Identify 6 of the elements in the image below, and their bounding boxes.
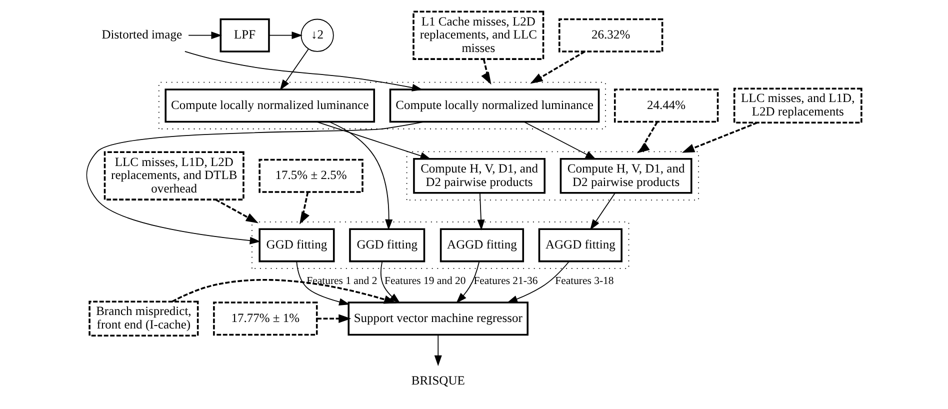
edge-label: Features 1 and 2: [306, 275, 378, 288]
edge-label: Features 19 and 20: [384, 275, 466, 288]
node-text: Distorted image: [102, 28, 182, 42]
edge-label: Features 21-36: [474, 275, 538, 288]
edge-label: Features 3-18: [555, 275, 614, 288]
node-text: BRISQUE: [411, 374, 465, 388]
